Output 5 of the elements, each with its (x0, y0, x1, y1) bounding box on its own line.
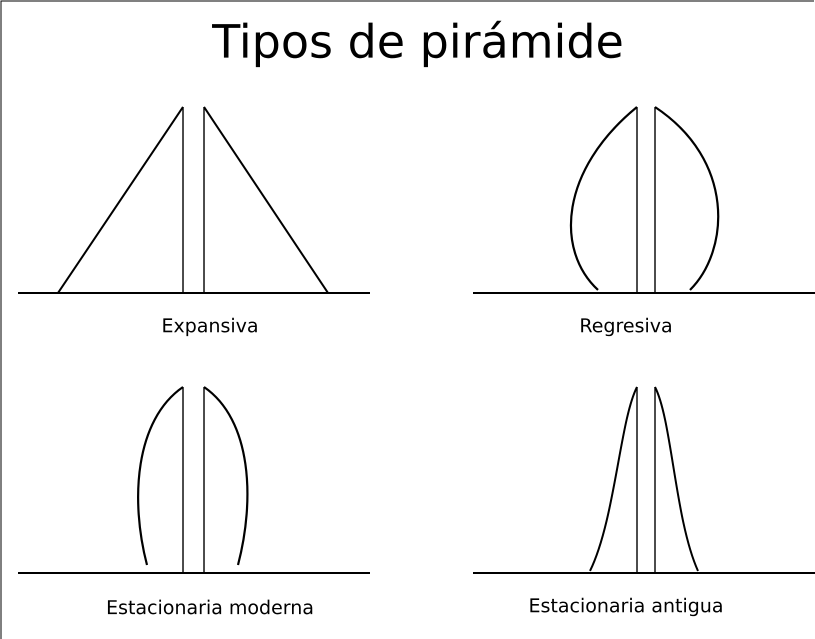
pyramid-label: Expansiva (163, 318, 257, 336)
pyramid-label: Estacionaria antigua (530, 598, 722, 616)
pyramid-label: Regresiva (581, 318, 671, 336)
title: Tipos de pirámide (212, 20, 622, 68)
pyramid-label: Estacionaria moderna (108, 600, 312, 614)
